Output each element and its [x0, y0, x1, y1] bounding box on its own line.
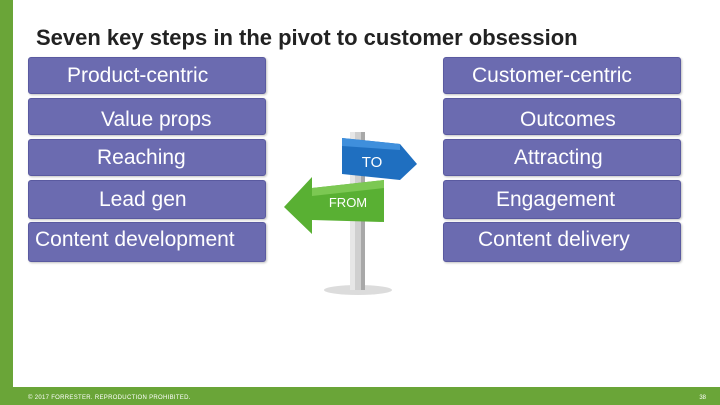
right-box-outcomes: Outcomes [443, 98, 681, 135]
right-box-label: Engagement [496, 187, 616, 211]
left-box-reaching: Reaching [28, 139, 266, 176]
left-box-value-props: Value props [28, 98, 266, 135]
page-number: 38 [699, 395, 706, 401]
right-box-label: Content delivery [478, 228, 630, 251]
to-sign-label: TO [362, 154, 383, 171]
right-box-label: Outcomes [520, 107, 616, 131]
left-box-label: Lead gen [99, 187, 187, 211]
left-box-label: Reaching [97, 145, 186, 169]
left-box-label: Product-centric [67, 64, 209, 87]
left-box-product-centric: Product-centric [28, 57, 266, 94]
slide-title: Seven key steps in the pivot to customer… [36, 25, 578, 50]
right-box-content-delivery: Content delivery [443, 222, 681, 262]
right-box-customer-centric: Customer-centric [443, 57, 681, 94]
left-box-content-development: Content development [28, 222, 266, 262]
signpost-illustration: TO FROM [284, 132, 417, 295]
copyright-text: © 2017 FORRESTER. REPRODUCTION PROHIBITE… [28, 395, 191, 401]
left-accent-bar [0, 0, 13, 405]
right-box-attracting: Attracting [443, 139, 681, 176]
right-box-label: Attracting [514, 145, 603, 169]
left-box-lead-gen: Lead gen [28, 180, 266, 219]
from-sign-label: FROM [329, 195, 367, 210]
right-box-engagement: Engagement [443, 180, 681, 219]
footer-bar [0, 387, 720, 405]
left-box-label: Content development [35, 228, 235, 251]
left-box-label: Value props [101, 107, 212, 131]
right-box-label: Customer-centric [472, 64, 632, 87]
